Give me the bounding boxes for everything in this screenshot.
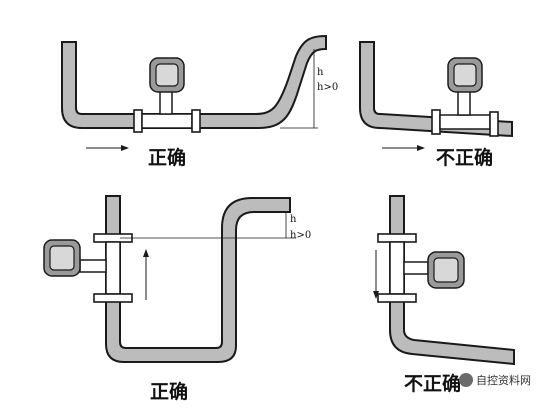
meter-head-face-2	[453, 63, 477, 87]
meter-body	[141, 113, 193, 129]
meter-neck-2	[457, 89, 471, 116]
meter-flange-right	[191, 109, 201, 133]
label-correct-top: 正确	[148, 146, 186, 169]
label-correct-bottom: 正确	[150, 380, 188, 403]
meter-flange-left-2	[431, 109, 441, 135]
panel-top-left: h h>0 正确	[61, 34, 338, 169]
watermark-logo-icon	[459, 373, 473, 387]
h-label-top: h	[317, 67, 324, 78]
pipe-bottom-left	[105, 195, 291, 363]
meter-flange-bottom-4	[377, 293, 417, 303]
h-label-bottom: h	[290, 214, 297, 225]
meter-flange-left	[133, 109, 143, 133]
meter-flange-right-2	[489, 111, 499, 137]
meter-neck-3	[79, 259, 107, 273]
meter-head-face	[155, 63, 179, 87]
meter-flange-top-4	[377, 233, 417, 243]
label-incorrect-top: 不正确	[436, 146, 493, 169]
meter-body-4	[389, 241, 405, 295]
watermark: 自控资料网	[459, 373, 531, 387]
label-incorrect-bottom: 不正确	[404, 372, 461, 395]
panel-top-right: 不正确	[359, 41, 513, 169]
meter-neck-4	[403, 261, 429, 275]
pipe-bottom-right	[389, 195, 515, 366]
h-condition-bottom: h>0	[290, 230, 311, 241]
meter-neck	[159, 89, 173, 115]
meter-body-2	[439, 114, 491, 130]
meter-head-face-4	[433, 257, 459, 283]
panel-bottom-right: 不正确	[373, 195, 515, 395]
meter-flange-bottom-3	[93, 293, 133, 303]
panel-bottom-left: h h>0 正确	[43, 195, 311, 403]
watermark-text: 自控资料网	[476, 373, 531, 387]
meter-head-face-3	[49, 245, 75, 271]
meter-body-3	[105, 241, 121, 295]
h-condition-top: h>0	[317, 82, 338, 93]
